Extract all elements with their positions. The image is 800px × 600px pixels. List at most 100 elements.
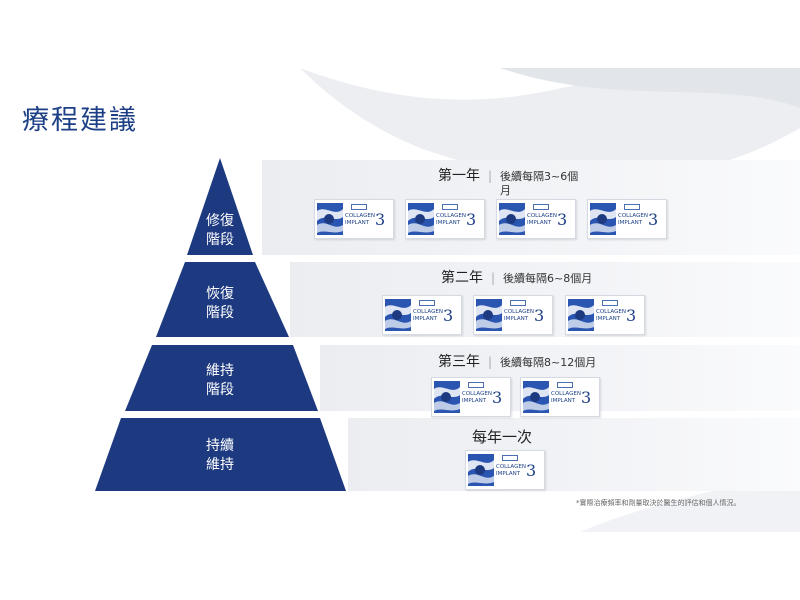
product-brand-line1: COLLAGEN [345, 213, 375, 219]
tier-label-recovery: 恢復 階段 [190, 285, 250, 323]
product-brand-line1: COLLAGEN [413, 309, 443, 315]
product-swirl-icon [568, 299, 594, 331]
tier-heading-text: 第一年 [438, 168, 480, 184]
product-swirl-icon [468, 454, 494, 486]
product-tag [624, 204, 640, 210]
tier-heading-year1: 第一年 | 後續每隔3~6個 [438, 165, 578, 185]
product-swirl-icon [317, 203, 343, 235]
separator: | [488, 355, 493, 369]
tier-heading-year2: 第二年 | 後續每隔6~8個月 [441, 267, 592, 287]
tier-interval-note: 後續每隔3~6個 [500, 170, 579, 183]
product-number: 3 [466, 210, 477, 229]
tier-heading-text: 第三年 [438, 354, 480, 370]
separator: | [491, 271, 496, 285]
product-brand-line1: COLLAGEN [504, 309, 534, 315]
product-brand-line1: COLLAGEN [436, 213, 466, 219]
product-brand-line1: COLLAGEN [462, 391, 492, 397]
product-brand-line2: IMPLANT [527, 219, 552, 226]
product-brand-line1: COLLAGEN [618, 213, 648, 219]
product-brand-line2: IMPLANT [436, 219, 461, 226]
tier-label-line2: 階段 [206, 232, 234, 248]
product-tag [468, 382, 484, 388]
product-number: 3 [557, 210, 568, 229]
product-swirl-icon [385, 299, 411, 331]
pyramid-tier-4 [95, 418, 346, 491]
product-swirl-icon [476, 299, 502, 331]
tier-label-line1: 恢復 [206, 286, 234, 302]
product-brand-line2: IMPLANT [551, 397, 576, 404]
pyramid-tier-3 [125, 345, 318, 411]
pyramid-tier-2 [156, 262, 289, 337]
product-brand-line2: IMPLANT [504, 315, 529, 322]
product-swirl-icon [434, 381, 460, 413]
product-swirl-icon [523, 381, 549, 413]
product-tag [533, 204, 549, 210]
tier-interval-note-cont: 月 [500, 184, 511, 197]
tier-heading-text: 每年一次 [472, 428, 533, 446]
tier-heading-text: 第二年 [441, 270, 483, 286]
footnote: *實際治療頻率和劑量取決於醫生的評估和個人情況。 [576, 499, 741, 507]
tier-label-ongoing: 持續 維持 [190, 437, 250, 475]
product-tag [557, 382, 573, 388]
product-swirl-icon [408, 203, 434, 235]
tier-label-line2: 維持 [206, 457, 234, 473]
product-brand-line2: IMPLANT [618, 219, 643, 226]
tier-heading-yearly: 每年一次 [472, 426, 532, 447]
product-number: 3 [626, 306, 637, 325]
product-tag [351, 204, 367, 210]
tier-label-maintain: 維持 階段 [190, 362, 250, 400]
product-number: 3 [492, 388, 503, 407]
tier-label-line2: 階段 [206, 382, 234, 398]
tier-label-line2: 階段 [206, 305, 234, 321]
product-number: 3 [375, 210, 386, 229]
product-brand-line1: COLLAGEN [527, 213, 557, 219]
product-brand-line1: COLLAGEN [551, 391, 581, 397]
tier-band-yearly [348, 418, 800, 491]
tier-label-line1: 修復 [206, 213, 234, 229]
tier-label-repair: 修復 階段 [190, 212, 250, 250]
tier-heading-year1-cont: 月 [500, 182, 511, 198]
tier-label-line1: 持續 [206, 438, 234, 454]
product-brand-line1: COLLAGEN [496, 464, 526, 470]
product-brand-line2: IMPLANT [596, 315, 621, 322]
separator: | [488, 169, 493, 183]
product-tag [602, 300, 618, 306]
product-tag [419, 300, 435, 306]
tier-interval-note: 後續每隔8~12個月 [500, 356, 597, 369]
tier-heading-year3: 第三年 | 後續每隔8~12個月 [438, 351, 596, 371]
product-number: 3 [581, 388, 592, 407]
product-swirl-icon [590, 203, 616, 235]
product-brand-line1: COLLAGEN [596, 309, 626, 315]
product-tag [510, 300, 526, 306]
product-brand-line2: IMPLANT [496, 470, 521, 477]
product-number: 3 [534, 306, 545, 325]
product-swirl-icon [499, 203, 525, 235]
tier-interval-note: 後續每隔6~8個月 [503, 272, 593, 285]
tier-label-line1: 維持 [206, 363, 234, 379]
product-tag [502, 455, 518, 461]
pyramid-tier-1 [187, 158, 253, 255]
product-number: 3 [526, 461, 537, 480]
product-number: 3 [648, 210, 659, 229]
